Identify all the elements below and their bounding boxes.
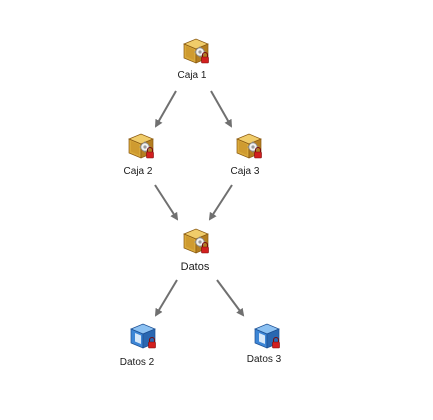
- node-label: Caja 1: [177, 70, 207, 81]
- edge-caja1-to-caja2: [155, 90, 177, 128]
- edge-datos-to-datos2: [154, 279, 178, 317]
- gold-box-gear-lock-icon: [181, 225, 211, 260]
- node-label: Caja 2: [123, 166, 153, 177]
- node-label: Datos: [180, 261, 210, 273]
- blue-box-lock-icon: [252, 320, 282, 355]
- node-label: Datos 2: [119, 357, 155, 368]
- gold-box-gear-lock-icon: [126, 130, 156, 165]
- gold-box-gear-lock-icon: [234, 130, 264, 165]
- edge-caja3-to-datos: [208, 184, 233, 221]
- blue-box-lock-icon: [128, 320, 158, 355]
- gold-box-gear-lock-icon: [181, 35, 211, 70]
- node-label: Datos 3: [246, 354, 282, 365]
- node-label: Caja 3: [230, 166, 260, 177]
- edge-caja2-to-datos: [154, 184, 179, 221]
- edge-caja1-to-caja3: [210, 90, 232, 128]
- edge-datos-to-datos3: [216, 279, 245, 317]
